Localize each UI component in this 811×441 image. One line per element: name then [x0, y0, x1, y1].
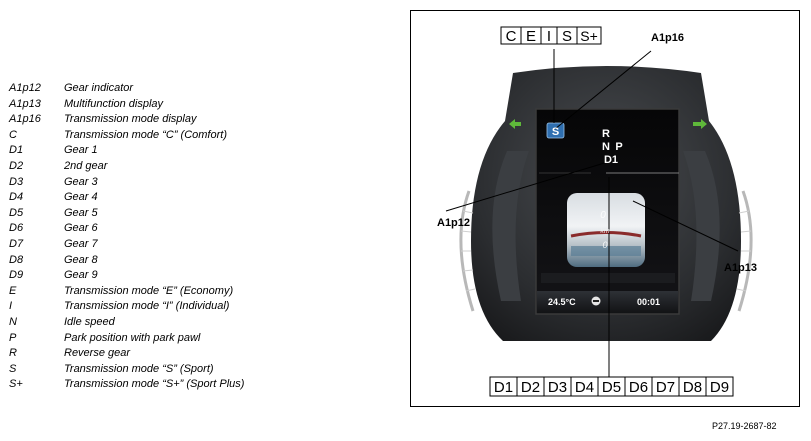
legend-description: Gear 8 [64, 253, 98, 266]
gear-box-d3: D3 [548, 379, 567, 396]
gear-r: R [602, 128, 610, 140]
legend-description: Transmission mode display [64, 113, 197, 126]
legend-code: S [9, 362, 17, 375]
instrument-cluster-illustration: C E I S S+ D1 D2 D3 D4 D5 D6 D7 D8 D9 [437, 26, 757, 397]
mode-indicator-badge [546, 122, 565, 139]
legend-code: D4 [9, 191, 24, 204]
legend-description: Multifunction display [64, 97, 164, 110]
legend-code: D6 [9, 222, 24, 235]
legend-code: I [9, 300, 13, 313]
legend-description: Gear 7 [64, 238, 98, 250]
legend-description: Gear 4 [64, 191, 98, 204]
legend-code: S+ [9, 378, 23, 391]
callout-a1p12: A1p12 [437, 217, 470, 229]
gear-box-d2: D2 [521, 379, 540, 396]
legend-code: D2 [9, 160, 24, 172]
legend-description: Transmission mode “I” (Individual) [64, 300, 230, 313]
speed-unit: km [600, 228, 610, 235]
gear-n: N [602, 141, 610, 153]
legend-code: A1p16 [9, 113, 41, 126]
legend-description: Reverse gear [64, 347, 131, 360]
legend-code: P [9, 331, 17, 344]
legend-code: A1p13 [9, 97, 41, 110]
figure-reference: P27.19-2687-82 [712, 421, 777, 431]
legend-code: C [9, 128, 17, 141]
right-turn-arrow-icon [693, 119, 707, 129]
mode-box-c: C [506, 28, 517, 45]
mode-indicator-text: S [552, 126, 559, 138]
gear-box-d6: D6 [629, 379, 648, 396]
legend-description: 2nd gear [64, 160, 108, 172]
lower-digit: 0 [602, 240, 607, 250]
gear-box-d1: D1 [494, 379, 513, 396]
mode-box-i: I [547, 28, 551, 45]
legend-description: Gear 5 [64, 206, 98, 219]
mode-box-s: S [562, 28, 572, 45]
legend-description: Transmission mode “S+” (Sport Plus) [64, 378, 245, 391]
mode-box-s-plus: S+ [580, 28, 598, 44]
multifunction-screen [535, 108, 680, 315]
gear-box-d9: D9 [710, 379, 729, 396]
legend-code: N [9, 316, 17, 328]
speed-digit: 0 [600, 210, 606, 221]
callout-a1p13: A1p13 [724, 262, 757, 274]
gear-box-d8: D8 [683, 379, 702, 396]
legend-code: D7 [9, 238, 24, 250]
transmission-mode-boxes: C E I S S+ [500, 26, 602, 45]
legend-code: D5 [9, 206, 24, 219]
legend-description: Gear indicator [64, 82, 134, 94]
left-turn-arrow-icon [509, 119, 521, 129]
legend-code: D3 [9, 175, 24, 188]
legend-description: Park position with park pawl [64, 331, 201, 344]
figure-frame: C E I S S+ D1 D2 D3 D4 D5 D6 D7 D8 D9 [410, 10, 800, 407]
legend-description: Gear 1 [64, 144, 98, 157]
legend-description: Transmission mode “C” (Comfort) [64, 128, 227, 141]
gear-box-d7: D7 [656, 379, 675, 396]
legend-code: D8 [9, 253, 24, 266]
leader-lines [445, 49, 739, 378]
legend-code: E [9, 284, 17, 297]
legend-description: Idle speed [64, 316, 115, 328]
legend-description: Transmission mode “S” (Sport) [64, 362, 214, 375]
clock: 00:01 [637, 297, 660, 307]
gear-boxes: D1 D2 D3 D4 D5 D6 D7 D8 D9 [489, 376, 734, 397]
gear-current: D1 [604, 154, 618, 166]
legend-code: D1 [9, 144, 24, 157]
legend-code: D9 [9, 269, 24, 282]
mode-box-e: E [526, 28, 536, 45]
gear-p: P [615, 141, 622, 153]
legend-code: A1p12 [9, 82, 41, 94]
gear-box-d4: D4 [575, 379, 594, 396]
legend-code: R [9, 347, 17, 360]
legend-description: Gear 6 [64, 222, 98, 235]
legend-description: Transmission mode “E” (Economy) [64, 284, 234, 297]
callout-a1p16: A1p16 [651, 32, 684, 44]
gear-box-d5: D5 [602, 379, 621, 396]
outside-temperature: 24.5°C [548, 297, 576, 307]
legend-description: Gear 3 [64, 175, 98, 188]
legend-description: Gear 9 [64, 269, 98, 282]
